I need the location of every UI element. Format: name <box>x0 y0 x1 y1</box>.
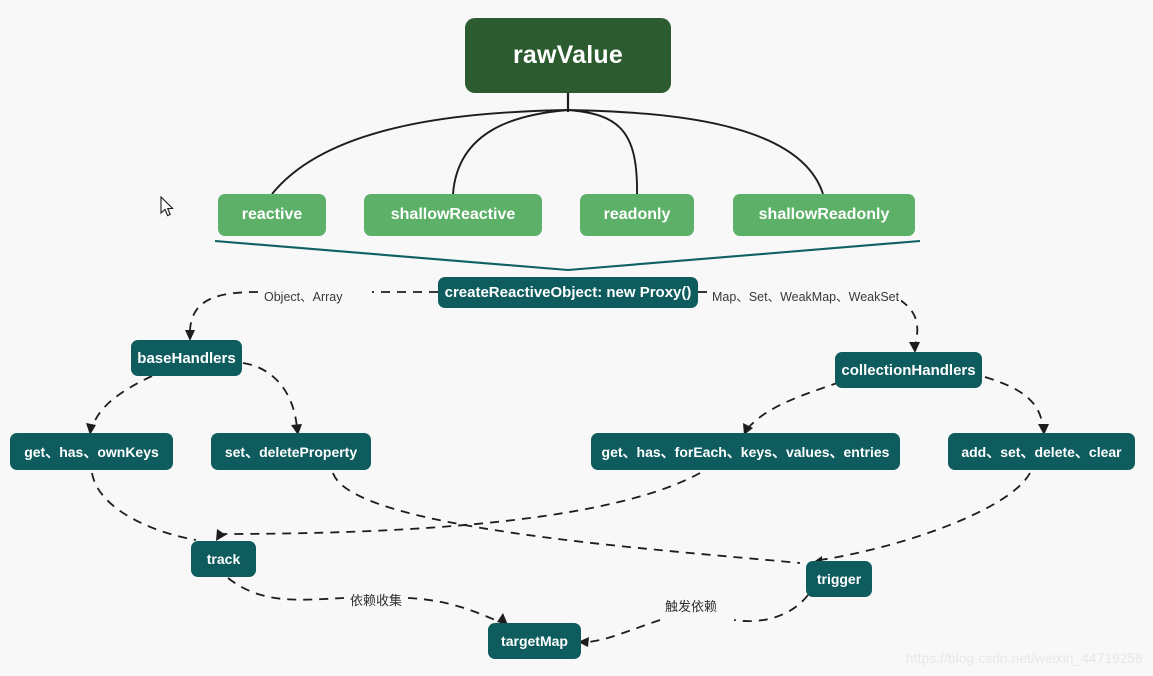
node-collection-getters[interactable]: get、has、forEach、keys、values、entries <box>591 433 900 470</box>
edge-rawvalue-to-readonly <box>567 109 638 195</box>
edge-rawvalue-to-reactive <box>271 109 569 195</box>
edge-track-to-collect-label <box>227 577 345 601</box>
node-createreactiveobject[interactable]: createReactiveObject: new Proxy() <box>438 277 698 308</box>
edge-collectionhandlers-to-collectiongetters <box>747 381 841 429</box>
node-base-getters-label: get、has、ownKeys <box>24 443 159 460</box>
edge-setdeleteproperty-to-trigger <box>332 472 801 564</box>
edge-collection-types-to-collectionhandlers <box>899 299 919 343</box>
node-collection-setters[interactable]: add、set、delete、clear <box>948 433 1135 470</box>
edge-collectionhandlers-to-collectionsetters <box>984 376 1044 429</box>
node-basehandlers[interactable]: baseHandlers <box>131 340 242 376</box>
label-dependency-collect: 依赖收集 <box>348 590 405 609</box>
node-track[interactable]: track <box>191 541 256 577</box>
funnel-connector <box>214 239 921 272</box>
node-trigger[interactable]: trigger <box>806 561 872 597</box>
node-targetmap[interactable]: targetMap <box>488 623 581 659</box>
node-base-setters[interactable]: set、deleteProperty <box>211 433 371 470</box>
edge-gethasownkeys-to-track <box>91 472 197 541</box>
arrow-track <box>216 529 226 541</box>
node-rawvalue[interactable]: rawValue <box>465 18 671 93</box>
edge-collectiongetters-to-track <box>217 472 701 535</box>
node-collectionhandlers[interactable]: collectionHandlers <box>835 352 982 388</box>
node-shallowreadonly[interactable]: shallowReadonly <box>733 194 915 236</box>
node-collectionhandlers-label: collectionHandlers <box>841 361 976 379</box>
label-object-array: Object、Array <box>262 286 345 305</box>
node-createreactiveobject-label: createReactiveObject: new Proxy() <box>444 284 692 301</box>
node-reactive[interactable]: reactive <box>218 194 326 236</box>
node-track-label: track <box>206 551 241 567</box>
watermark: https://blog.csdn.net/weixin_44719258 <box>905 651 1143 666</box>
node-collection-getters-label: get、has、forEach、keys、values、entries <box>601 443 890 460</box>
node-basehandlers-label: baseHandlers <box>137 349 236 367</box>
edge-object-array-to-basehandlers <box>189 291 259 331</box>
node-targetmap-label: targetMap <box>501 633 568 649</box>
node-base-setters-label: set、deleteProperty <box>224 443 358 460</box>
node-rawvalue-label: rawValue <box>513 41 623 69</box>
node-readonly-label: readonly <box>603 206 671 223</box>
edge-collectionsetters-to-trigger <box>819 472 1031 561</box>
edge-rawvalue-to-shallowreadonly <box>567 109 824 195</box>
label-collection-types: Map、Set、WeakMap、WeakSet <box>710 286 902 305</box>
edge-basehandlers-to-setdeleteproperty <box>242 362 298 429</box>
edge-trigger-to-triggerlabel <box>733 594 809 623</box>
node-base-getters[interactable]: get、has、ownKeys <box>10 433 173 470</box>
mouse-cursor-icon <box>160 196 174 217</box>
node-collection-setters-label: add、set、delete、clear <box>961 443 1122 460</box>
node-readonly[interactable]: readonly <box>580 194 694 236</box>
edge-rawvalue-to-shallowreactive <box>452 109 569 195</box>
edge-collect-label-to-targetmap <box>407 597 501 623</box>
node-shallowreadonly-label: shallowReadonly <box>758 206 890 223</box>
node-shallowreactive-label: shallowReactive <box>390 206 516 223</box>
edge-basehandlers-to-gethasownkeys <box>91 375 153 429</box>
node-reactive-label: reactive <box>241 206 303 223</box>
node-trigger-label: trigger <box>816 571 862 587</box>
edge-triggerlabel-to-targetmap <box>587 619 661 643</box>
node-shallowreactive[interactable]: shallowReactive <box>364 194 542 236</box>
label-dependency-trigger: 触发依赖 <box>663 596 720 615</box>
